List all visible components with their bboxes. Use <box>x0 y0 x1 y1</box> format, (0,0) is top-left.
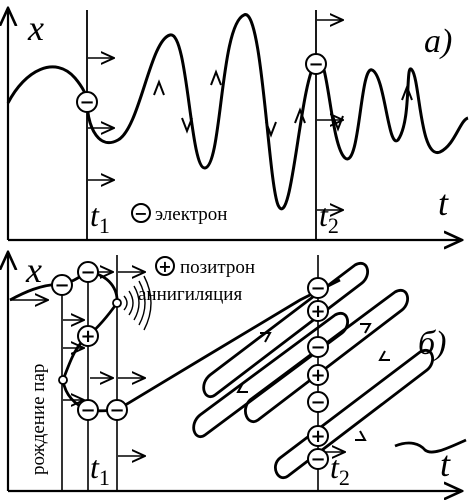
electron-symbol: − <box>80 400 95 421</box>
electron-symbol: − <box>80 262 95 283</box>
panel-b-direction-arrow <box>378 350 390 361</box>
annihilation-wave <box>138 280 146 326</box>
panel-b-direction-arrow <box>260 332 272 343</box>
pair-creation-point <box>58 375 68 385</box>
panel-b-electron: − <box>307 336 329 358</box>
legend-positron-label: позитрон <box>180 257 255 278</box>
panel-b-zigzag-band <box>202 262 369 398</box>
annihilation-label: аннигиляция <box>138 284 242 305</box>
panel-a-t2-label: t2 <box>319 197 339 238</box>
panel-a-direction-arrow <box>153 79 165 96</box>
electron-symbol: − <box>134 204 147 223</box>
panel-b-zigzag-band <box>274 349 434 479</box>
annihilation-point <box>112 298 122 308</box>
panel-b: − − + − − − + − <box>8 250 467 491</box>
legend-positron: + позитрон <box>155 256 255 278</box>
panel-b-incoming-worldline <box>9 270 119 304</box>
panel-b-x-axis-label: t <box>440 444 451 484</box>
panel-b-electron: − <box>51 274 73 296</box>
panel-a-direction-arrow <box>332 115 344 132</box>
panel-b-pair-loop <box>61 302 119 413</box>
electron-symbol: − <box>109 400 124 421</box>
legend-electron-label: электрон <box>155 204 227 225</box>
panel-b-t2-label: t2 <box>330 449 350 490</box>
panel-b-zigzag-band <box>244 289 409 423</box>
panel-b-direction-arrow <box>355 430 367 441</box>
panel-a-y-axis-label: x <box>27 8 44 48</box>
positron-symbol: + <box>310 365 325 386</box>
panel-b-positron: + <box>307 300 329 322</box>
annihilation-wave <box>128 290 134 316</box>
panel-a-electron-at-t1: − <box>76 91 98 113</box>
positron-symbol: + <box>310 301 325 322</box>
panel-a-electron-at-t2: − <box>305 53 327 75</box>
panel-b-positron: + <box>77 325 99 347</box>
electron-symbol: − <box>54 275 69 296</box>
panel-b-panel-label: б) <box>418 325 446 362</box>
electron-symbol: − <box>310 337 325 358</box>
panel-b-positron: + <box>307 425 329 447</box>
electron-symbol: − <box>310 278 325 299</box>
panel-b-direction-arrow <box>360 323 372 334</box>
annihilation-wave <box>123 295 128 311</box>
panel-b-electron: − <box>77 399 99 421</box>
panel-a-electron-worldline <box>6 13 469 211</box>
pair-creation-label: рождение пар <box>28 364 49 475</box>
legend-electron: − электрон <box>131 203 227 225</box>
panel-b-electron: − <box>307 448 329 470</box>
electron-symbol: − <box>310 449 325 470</box>
panel-b-direction-arrow <box>236 382 248 393</box>
panel-b-electron: − <box>77 261 99 283</box>
panel-a-direction-arrow <box>181 117 193 134</box>
electron-symbol: − <box>308 54 323 75</box>
panel-a-direction-arrow <box>210 69 222 86</box>
panel-b-electron: − <box>106 399 128 421</box>
electron-symbol: − <box>79 92 94 113</box>
electron-symbol: − <box>310 392 325 413</box>
positron-symbol: + <box>80 326 95 347</box>
positron-symbol: + <box>310 426 325 447</box>
panel-a-panel-label: а) <box>424 23 452 60</box>
panel-a-x-axis-label: t <box>438 183 449 223</box>
panel-a-direction-arrow <box>294 107 306 124</box>
positron-symbol: + <box>158 257 171 276</box>
panel-b-t1-label: t1 <box>90 449 110 490</box>
panel-b-y-axis-label: x <box>25 250 42 290</box>
panel-b-tail-worldline <box>394 438 467 454</box>
annihilation-wave <box>133 285 140 321</box>
panel-b-electron: − <box>307 277 329 299</box>
panel-a-direction-arrow <box>265 121 277 138</box>
panel-b-electron: − <box>307 391 329 413</box>
annihilation-wave <box>143 275 152 331</box>
panel-a-direction-arrow <box>401 84 413 101</box>
panel-a-t1-label: t1 <box>90 197 110 238</box>
panel-b-positron: + <box>307 364 329 386</box>
panel-a: − − x t а) t1 t2 − электрон <box>6 8 469 240</box>
